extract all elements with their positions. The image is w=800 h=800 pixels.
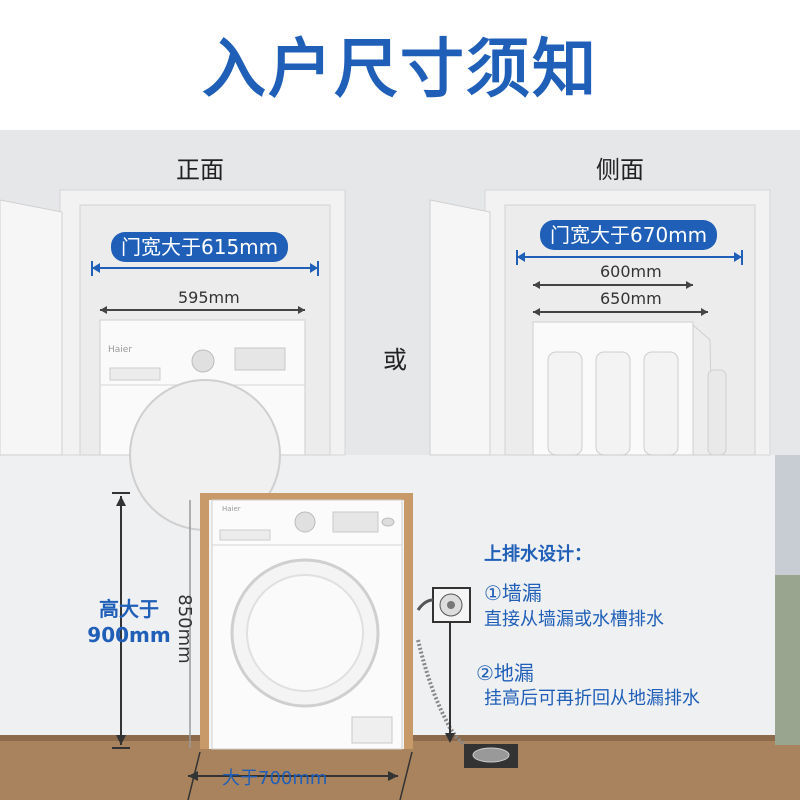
install-niche <box>200 493 413 750</box>
wall-drain-desc: 直接从墙漏或水槽排水 <box>484 609 664 630</box>
floor-drain-title: ②地漏 <box>476 661 534 685</box>
side-view-label: 侧面 <box>596 156 644 184</box>
or-label: 或 <box>383 346 407 374</box>
front-washer <box>99 319 306 531</box>
drain-setup <box>416 587 518 768</box>
side-dimension-lines <box>516 250 743 316</box>
floor-drain-desc: 挂高后可再折回从地漏排水 <box>484 688 700 709</box>
machine-height-label: 850mm <box>174 594 195 664</box>
width-dimension <box>187 751 413 800</box>
front-dimension-lines <box>91 261 319 314</box>
install-brand-logo: Haier <box>222 505 241 513</box>
side-depth-650: 650mm <box>600 289 662 308</box>
height-dimension <box>112 492 191 749</box>
niche-width-label: 大于700mm <box>222 768 328 789</box>
drain-heading: 上排水设计： <box>484 544 592 565</box>
side-door-width-badge: 门宽大于670mm <box>540 220 718 250</box>
front-door-width-badge: 门宽大于615mm <box>111 232 289 262</box>
front-machine-width: 595mm <box>178 288 240 307</box>
side-depth-600: 600mm <box>600 262 662 281</box>
front-view-label: 正面 <box>176 156 224 184</box>
height-requirement-line1: 高大于 <box>99 597 159 621</box>
height-requirement-line2: 900mm <box>87 623 171 647</box>
wall-drain-title: ①墙漏 <box>484 581 542 605</box>
page-title: 入户尺寸须知 <box>202 33 598 107</box>
front-brand-logo: Haier <box>108 345 133 355</box>
side-washer <box>532 321 727 456</box>
